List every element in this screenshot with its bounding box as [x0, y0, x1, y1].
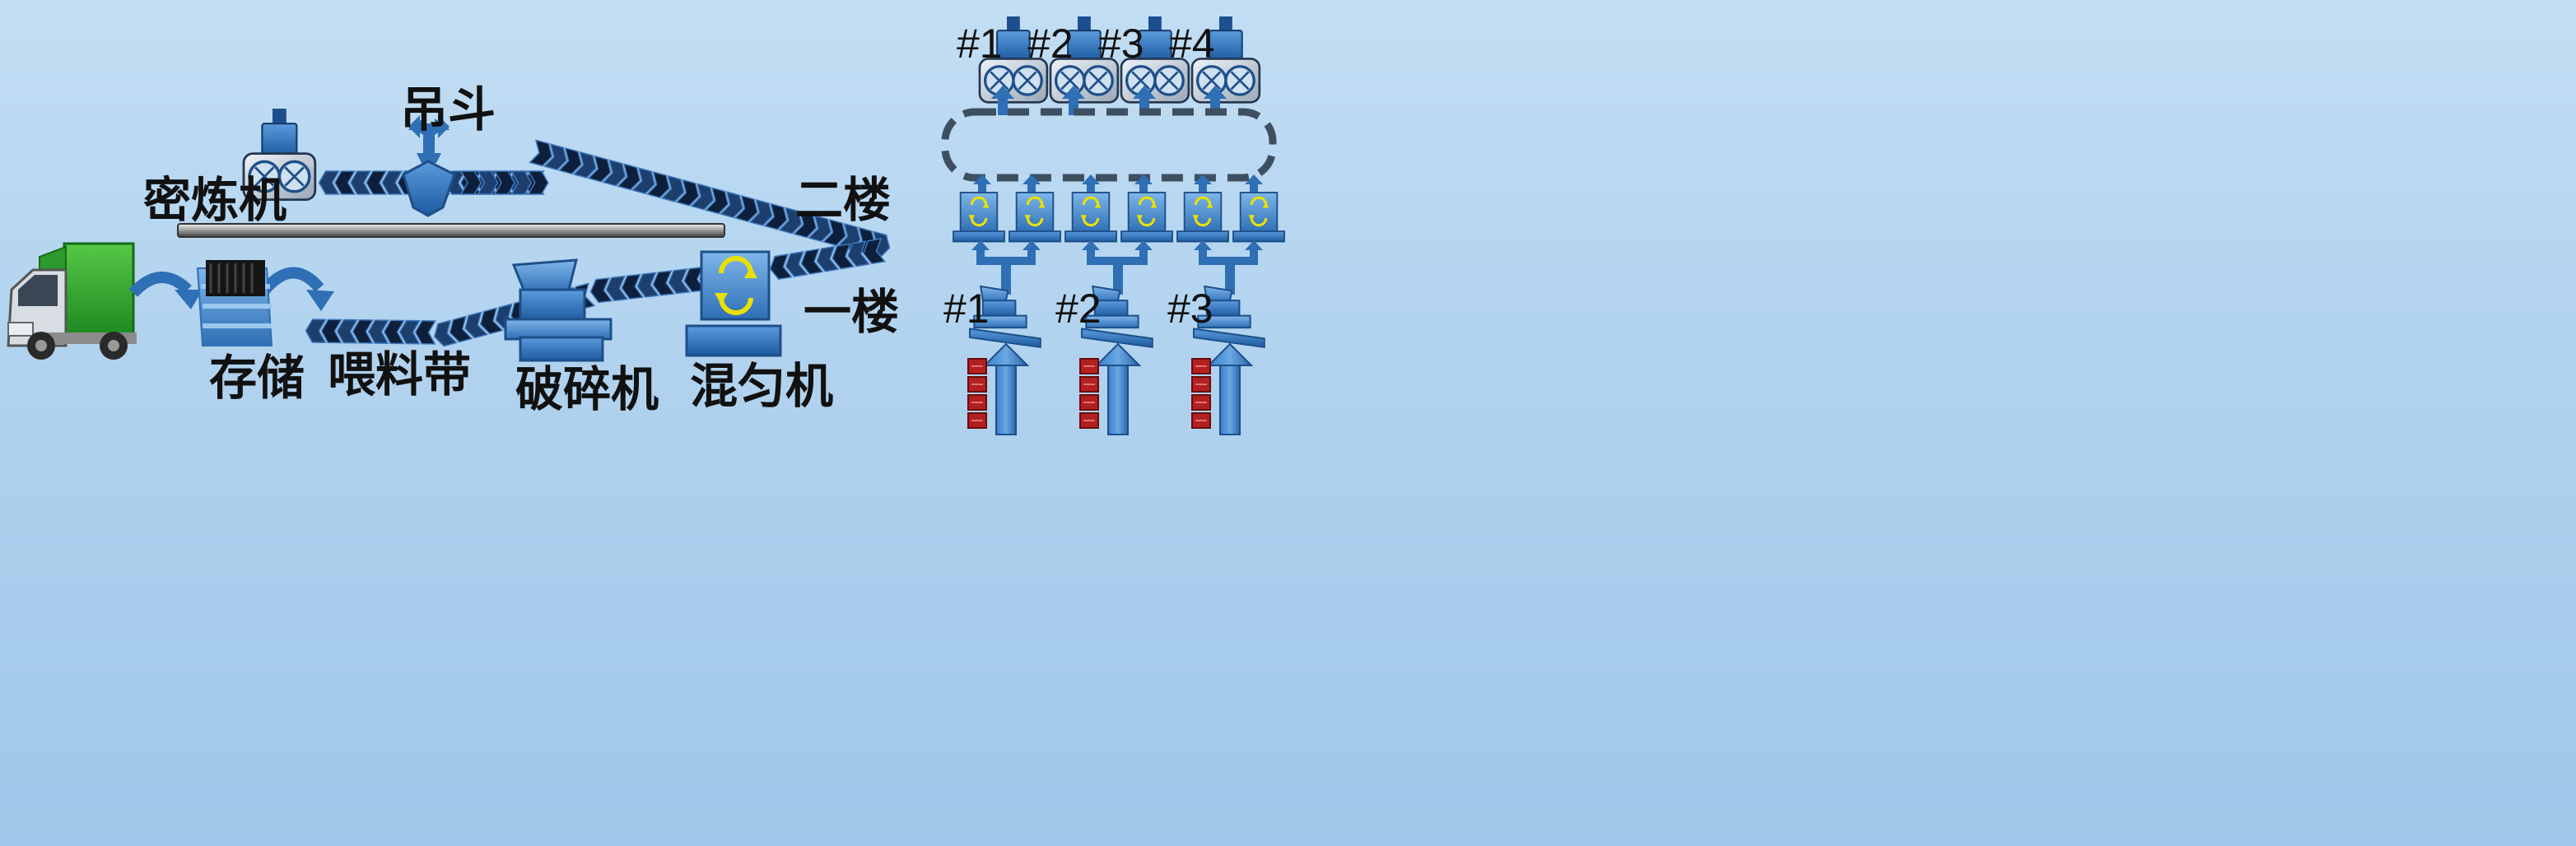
blender-icon — [1064, 191, 1118, 244]
belt-chevron — [636, 272, 660, 298]
crusher-unit-label: #1 — [943, 286, 990, 332]
belt-chevron — [690, 183, 715, 211]
belt-chevron — [367, 319, 389, 345]
belt-chevron — [602, 159, 627, 187]
crusher-icon — [504, 258, 613, 362]
belt-chevron — [719, 191, 744, 219]
belt-chevron — [734, 194, 758, 223]
crusher-unit-label: #2 — [1055, 286, 1102, 332]
belt-chevron — [449, 315, 473, 343]
crusher-unit-row — [969, 286, 1265, 348]
hopper-icon — [402, 115, 456, 217]
curved-arrow-icon — [128, 272, 203, 309]
mixer-unit-label: #4 — [1169, 21, 1215, 67]
belt-chevron — [414, 320, 436, 345]
belt-chevron — [785, 250, 808, 277]
belt-chevron — [617, 163, 641, 191]
up-arrow-icon — [973, 174, 1263, 193]
belt-chevron — [493, 170, 515, 195]
blender-unit-row — [952, 191, 1286, 244]
belt-chevron — [398, 319, 421, 345]
blender-icon — [1120, 191, 1174, 244]
belt-chevron — [557, 146, 582, 175]
belt-chevron — [816, 245, 840, 272]
label-crusher: 破碎机 — [515, 361, 659, 417]
blender-icon — [952, 191, 1006, 244]
label-blender: 混匀机 — [690, 358, 834, 414]
fork-arrow-icon — [971, 240, 1263, 295]
belt-chevron — [381, 170, 403, 195]
belt-chevron — [572, 151, 597, 179]
rubber-bale-stack-icon — [196, 260, 273, 346]
belt-chevron — [510, 170, 533, 195]
belt-chevron — [352, 319, 374, 344]
belt-chevron — [589, 277, 613, 304]
blender-icon — [685, 250, 782, 357]
belt-chevron — [336, 318, 358, 344]
rubber-bale-stack-icon — [967, 358, 1211, 429]
belt-chevron — [763, 202, 788, 230]
belt-chevron — [527, 170, 549, 195]
belt-chevron — [847, 240, 871, 267]
belt-chevron — [778, 207, 803, 235]
mixer-unit-label: #3 — [1098, 21, 1144, 67]
belt-chevron — [652, 270, 675, 296]
belt-chevron — [822, 218, 846, 247]
belt-chevron — [529, 139, 553, 167]
belt-chevron — [543, 143, 568, 171]
belt-chevron — [459, 170, 482, 195]
belt-chevron — [645, 170, 670, 199]
belt-chevron — [433, 319, 459, 347]
belt-chevron — [862, 238, 887, 265]
belt-chevron — [683, 266, 706, 293]
label-storage: 存储 — [209, 350, 305, 406]
belt-chevron — [675, 179, 700, 207]
label-mixer: 密炼机 — [143, 172, 287, 228]
belt-chevron — [800, 248, 824, 275]
label-second-floor: 二楼 — [795, 172, 892, 228]
blender-icon — [1008, 191, 1062, 244]
belt-chevron — [769, 253, 793, 281]
belt-chevron — [479, 307, 504, 335]
belt-chevron — [464, 311, 489, 339]
belt-chevron — [383, 319, 405, 345]
belt-chevron — [333, 170, 356, 195]
feed-arrow-icon — [982, 342, 1254, 435]
mixer-unit-label: #1 — [957, 21, 1003, 67]
mixer-unit-label: #2 — [1027, 21, 1074, 67]
belt-chevron — [605, 275, 629, 302]
belt-chevron — [366, 170, 388, 195]
blender-icon — [1176, 191, 1230, 244]
belt-chevron — [349, 170, 372, 195]
belt-chevron — [831, 243, 855, 270]
truck-icon — [7, 242, 137, 360]
belt-chevron — [318, 170, 340, 195]
label-first-floor: 一楼 — [804, 284, 900, 340]
label-hopper: 吊斗 — [400, 81, 496, 137]
curved-arrow-icon — [260, 267, 334, 311]
belt-chevron — [748, 198, 773, 226]
label-feed-belt: 喂料带 — [328, 346, 472, 402]
belt-chevron — [807, 215, 832, 243]
belt-chevron — [668, 268, 691, 295]
belt-chevron — [705, 187, 729, 215]
belt-chevron — [631, 167, 656, 195]
belt-chevron — [660, 174, 685, 202]
floor-divider-bar — [177, 223, 725, 238]
belt-chevron — [587, 155, 612, 183]
blender-icon — [1232, 191, 1286, 244]
buffer-loop — [941, 108, 1277, 182]
belt-chevron — [305, 318, 327, 344]
crusher-unit-label: #3 — [1167, 286, 1213, 332]
belt-chevron — [320, 318, 342, 344]
belt-chevron — [621, 273, 645, 300]
belt-chevron — [793, 211, 818, 239]
belt-chevron — [477, 170, 499, 195]
